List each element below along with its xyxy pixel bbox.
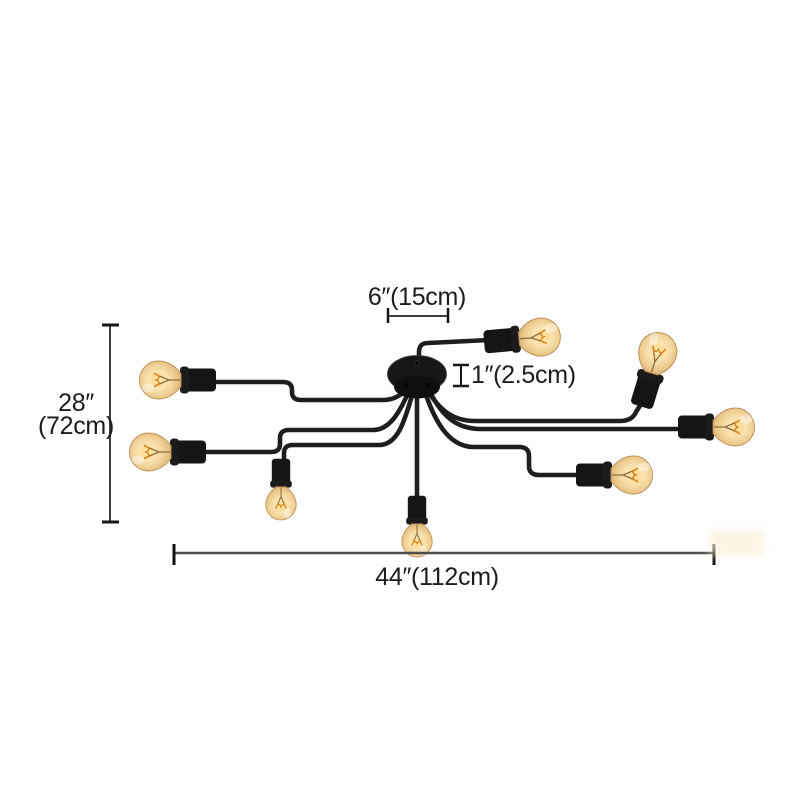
light-bulb-down-center [401, 495, 433, 558]
fixture-height-inches: 28″ [58, 389, 94, 417]
light-bulb-top-right [622, 326, 683, 413]
lamp-arm-top-right [424, 386, 644, 424]
canopy-screw [404, 383, 408, 387]
dimension-line-fixture-width [172, 544, 716, 565]
dimension-line-canopy-width [386, 308, 450, 323]
light-bulb-lower-right [575, 455, 654, 495]
fixture-arms [200, 337, 683, 501]
canopy-screw [414, 360, 420, 366]
dimension-line-fixture-height [102, 323, 119, 524]
photo-artifact-smudge [710, 531, 764, 555]
dimension-label-fixture-height: 28″ (72cm) [15, 389, 137, 440]
lamp-arm-top-center [416, 337, 492, 389]
lamp-arm-lower-right [422, 389, 581, 478]
dimension-label-canopy-height: 1″(2.5cm) [471, 361, 576, 389]
lamp-arm-right [426, 387, 683, 432]
lamp-arm-upper-left [211, 379, 410, 403]
canopy-screw [426, 383, 430, 387]
ceiling-canopy [387, 355, 447, 399]
light-bulb-top-center [481, 315, 563, 362]
dimension-line-canopy-height [453, 363, 469, 388]
light-bulb-upper-left [138, 360, 217, 400]
dimension-label-fixture-width: 44″(112cm) [375, 563, 499, 591]
fixture-height-cm: (72cm) [38, 412, 114, 440]
dimension-label-canopy-width: 6″(15cm) [367, 283, 467, 311]
light-bulb-right [677, 407, 756, 447]
light-bulb-lower-left [128, 432, 207, 472]
light-bulbs [128, 315, 756, 558]
lamp-arm-lower-left [200, 388, 412, 455]
lamp-arm-down-left [281, 389, 416, 461]
light-bulb-down-left [265, 458, 297, 521]
